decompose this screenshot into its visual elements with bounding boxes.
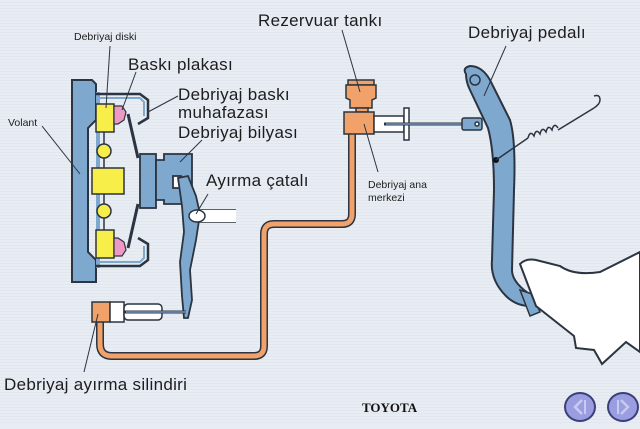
label-clutch-cover-line1: Debriyaj baskı	[178, 85, 290, 104]
label-release-bearing: Debriyaj bilyası	[178, 123, 299, 142]
leader-lines	[41, 29, 507, 373]
master-cylinder	[343, 107, 483, 141]
label-clutch-disc: Debriyaj diski	[74, 31, 137, 43]
clutch-cover	[96, 92, 150, 268]
return-spring	[495, 94, 601, 161]
diaphragm-spring	[126, 113, 140, 249]
hydraulic-line	[96, 130, 356, 360]
driver-foot	[518, 250, 640, 366]
clutch-disc	[91, 103, 125, 259]
release-fork	[176, 174, 236, 319]
clutch-pedal	[463, 64, 542, 317]
label-clutch-pedal: Debriyaj pedalı	[468, 23, 586, 42]
chevron-left-icon	[573, 399, 586, 415]
chevron-right-icon	[617, 399, 630, 415]
label-clutch-cover-line2: muhafazası	[178, 103, 269, 122]
brand-logo-text: TOYOTA	[362, 400, 418, 415]
label-release-fork: Ayırma çatalı	[206, 171, 309, 190]
previous-button[interactable]	[564, 392, 596, 422]
label-master-cylinder-line2: merkezi	[368, 192, 405, 204]
label-reservoir-tank: Rezervuar tankı	[258, 11, 383, 30]
reservoir-tank	[345, 79, 377, 113]
pressure-plate	[113, 105, 127, 257]
release-cylinder	[91, 301, 186, 323]
label-master-cylinder-line1: Debriyaj ana	[368, 179, 427, 191]
label-pressure-plate: Baskı plakası	[128, 55, 234, 74]
next-button[interactable]	[607, 392, 639, 422]
label-release-cylinder: Debriyaj ayırma silindiri	[4, 375, 188, 394]
label-flywheel: Volant	[8, 117, 38, 129]
